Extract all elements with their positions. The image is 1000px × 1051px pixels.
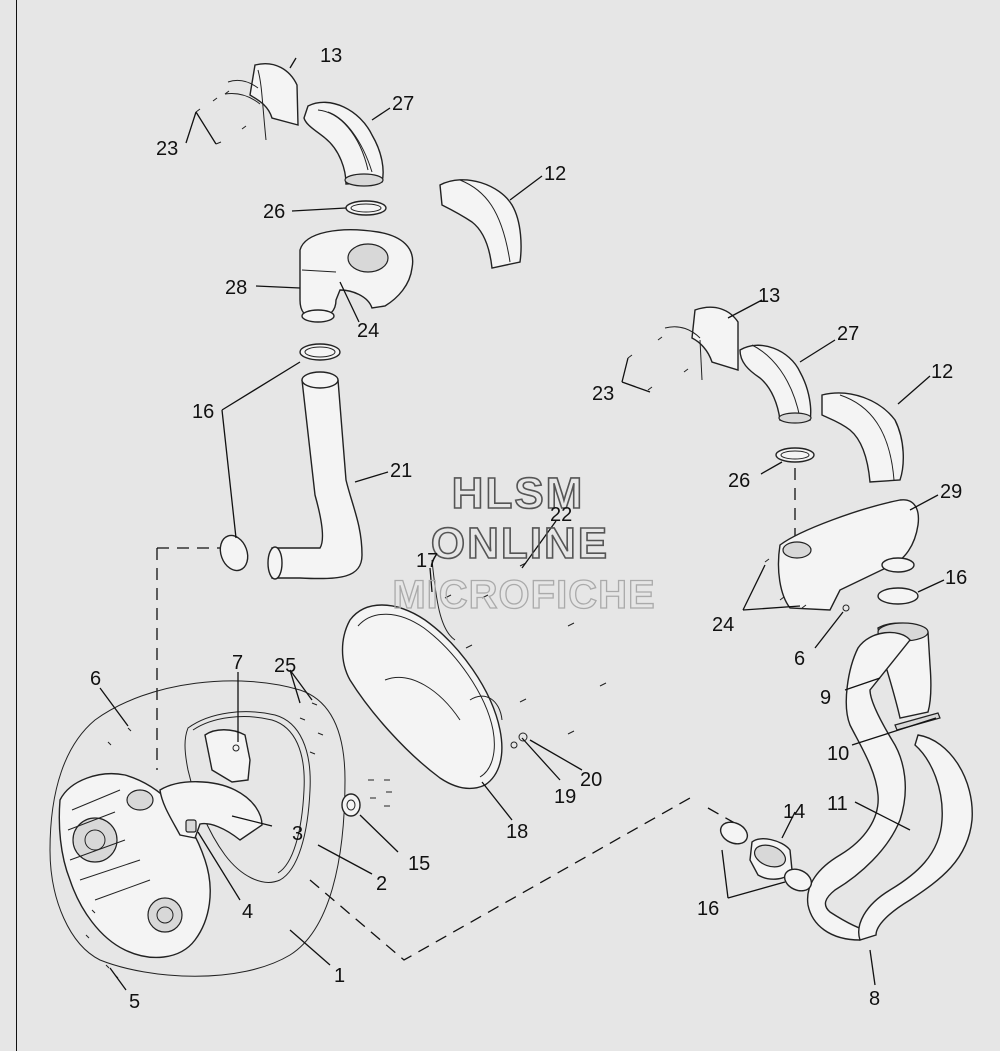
part-2-gasket	[184, 711, 311, 883]
part-29-manifold	[777, 499, 920, 611]
callout-16-right: 16	[945, 567, 967, 589]
part-5-6-screws	[85, 727, 132, 979]
part-27-elbow-top	[303, 101, 384, 187]
callout-26-right: 26	[728, 470, 750, 492]
callout-17: 17	[416, 550, 438, 572]
callout-6-right: 6	[794, 648, 805, 670]
callout-24-top: 24	[357, 320, 379, 342]
part-28-plenum	[299, 229, 414, 323]
callout-22: 22	[550, 504, 572, 526]
part-16-clamps-lower	[719, 821, 813, 892]
watermark: HLSM ONLINE MICROFICHE	[392, 468, 656, 617]
callout-5: 5	[129, 991, 140, 1013]
callout-25: 25	[274, 655, 296, 677]
left-border	[16, 0, 17, 1051]
part-19-20-fasteners	[510, 732, 528, 749]
callout-13-top: 13	[320, 45, 342, 67]
part-16-clamp-left	[219, 534, 249, 572]
watermark-line1: HLSM	[452, 469, 585, 518]
callout-14: 14	[783, 801, 805, 823]
watermark-line3: MICROFICHE	[392, 573, 655, 617]
callout-4: 4	[242, 901, 253, 923]
callout-12-right: 12	[931, 361, 953, 383]
callout-13-right: 13	[758, 285, 780, 307]
part-18-outer-cover	[341, 604, 503, 790]
callout-15: 15	[408, 853, 430, 875]
part-23-screws-right	[627, 336, 689, 391]
watermark-line2: ONLINE	[431, 519, 609, 568]
part-26-clamp-right	[775, 447, 815, 463]
part-24-screws-right	[764, 558, 807, 609]
part-6-screw-right	[842, 604, 850, 612]
callout-8: 8	[869, 988, 880, 1010]
part-13-deflector-right	[664, 306, 739, 381]
callout-27-right: 27	[837, 323, 859, 345]
callout-16-left: 16	[192, 401, 214, 423]
part-12-cover-top	[439, 179, 522, 269]
part-10-clamp-band	[894, 712, 941, 731]
part-7-bracket	[204, 729, 251, 783]
part-22-screws	[444, 562, 607, 735]
callout-7: 7	[232, 652, 243, 674]
part-25-screws	[299, 702, 324, 755]
part-8-11-hose	[806, 631, 973, 941]
part-4-clip	[185, 819, 197, 833]
callout-3: 3	[292, 823, 303, 845]
part-16-clamp-upper	[299, 343, 341, 361]
part-21-duct	[267, 371, 363, 580]
callout-16-lower: 16	[697, 898, 719, 920]
part-26-clamp-top	[345, 200, 387, 216]
leader-lines	[99, 57, 945, 991]
callout-29: 29	[940, 481, 962, 503]
part-27-elbow-right	[739, 344, 812, 424]
part-16-clamp-right	[877, 587, 919, 605]
callout-11: 11	[827, 793, 848, 815]
callout-labels: 13 27 12 23 26 28 24 16 21 13 27 12 23 2…	[90, 45, 967, 1013]
callout-21: 21	[390, 460, 412, 482]
part-12-cover-right	[821, 392, 904, 483]
callout-9: 9	[820, 687, 831, 709]
callout-27-top: 27	[392, 93, 414, 115]
callout-23-right: 23	[592, 383, 614, 405]
part-1-inner-cover-outline	[49, 680, 346, 977]
part-23-screws-top	[195, 90, 247, 145]
callout-10: 10	[827, 743, 849, 765]
callout-28: 28	[225, 277, 247, 299]
callout-26-top: 26	[263, 201, 285, 223]
callout-24-right: 24	[712, 614, 734, 636]
part-17-seal	[431, 559, 456, 641]
callout-12-top: 12	[544, 163, 566, 185]
fastener-pins	[368, 779, 392, 807]
callout-23-top: 23	[156, 138, 178, 160]
callout-19: 19	[554, 786, 576, 808]
part-13-deflector-top	[224, 63, 299, 141]
callout-6-left: 6	[90, 668, 101, 690]
part-15-washer	[341, 793, 361, 817]
callout-2: 2	[376, 873, 387, 895]
callout-20: 20	[580, 769, 602, 791]
part-14-coupler	[749, 838, 793, 880]
callout-18: 18	[506, 821, 528, 843]
callout-1: 1	[334, 965, 345, 987]
